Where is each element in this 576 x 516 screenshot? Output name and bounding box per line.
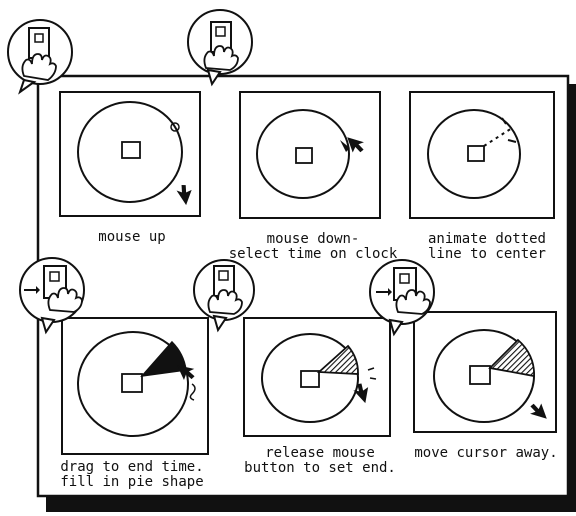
caption-line: fill in pie shape xyxy=(46,475,218,490)
caption-mouse-up: mouse up xyxy=(64,230,200,245)
caption-release: release mouse button to set end. xyxy=(236,446,404,476)
caption-line: move cursor away. xyxy=(406,446,566,461)
caption-line: select time on clock xyxy=(228,247,398,262)
caption-drag-end: drag to end time. fill in pie shape xyxy=(46,460,218,490)
caption-line: mouse down- xyxy=(228,232,398,247)
caption-line: line to center xyxy=(412,247,562,262)
caption-line: button to set end. xyxy=(236,461,404,476)
caption-line: animate dotted xyxy=(412,232,562,247)
caption-line: release mouse xyxy=(236,446,404,461)
caption-animate-line: animate dotted line to center xyxy=(412,232,562,262)
caption-line: drag to end time. xyxy=(46,460,218,475)
hand-clicking-mouse-icon xyxy=(188,10,252,84)
caption-mouse-down: mouse down- select time on clock xyxy=(228,232,398,262)
caption-move-away: move cursor away. xyxy=(406,446,566,461)
caption-line: mouse up xyxy=(64,230,200,245)
